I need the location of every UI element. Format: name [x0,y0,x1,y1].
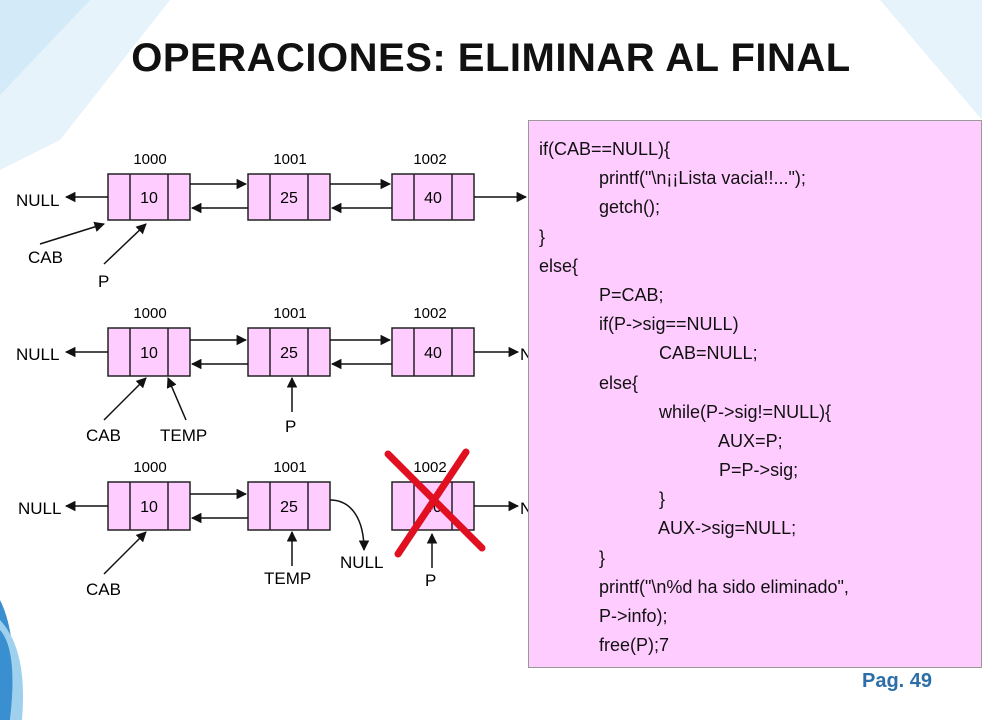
code-line: } [539,547,606,568]
page-number: Pag. 49 [862,670,933,692]
code-line: P=P->sig; [539,460,799,481]
top-left-wave-2 [0,0,90,95]
address-label: 1002 [413,151,446,168]
code-line: } [539,489,666,510]
delete-cross-icon [384,448,486,558]
cab-label: CAB [28,248,63,267]
node-1000: 10 [107,173,191,221]
row-2: 1000 1001 1002 10 25 40 N NULL [16,305,532,445]
p-pointer [103,223,147,265]
address-label: 1001 [273,151,306,168]
node-value: 25 [280,345,298,362]
code-line: P=CAB; [539,284,664,305]
node-1001: 25 [247,327,331,377]
address-label: 1000 [133,305,166,322]
null-label: NULL [16,191,59,210]
cab-label: CAB [86,426,121,445]
node-value: 10 [140,499,158,516]
code-line: P->info); [539,606,668,626]
address-label: 1002 [413,305,446,322]
cab-pointer [103,377,147,421]
address-label: 1000 [133,151,166,168]
code-line: else{ [539,255,579,276]
node-1001: 25 [247,173,331,221]
node-1001: 25 [247,481,331,531]
node-1000: 10 [107,481,191,531]
code-line: printf("\n¡¡Lista vacia!!..."); [539,168,806,189]
code-line: CAB=NULL; [539,343,758,364]
temp-label: TEMP [264,569,311,588]
cab-label: CAB [86,580,121,599]
temp-pointer [166,377,187,421]
node-value: 25 [280,190,298,207]
code-line: free(P);7 [539,635,670,656]
code-line: AUX=P; [539,430,783,451]
curved-null-arrow [329,499,370,552]
address-label: 1001 [273,305,306,322]
temp-label: TEMP [160,426,207,445]
node-1002: 40 [391,173,475,221]
address-label: 1000 [133,459,166,476]
node-value: 40 [424,190,442,207]
p-label: P [98,272,109,291]
code-line: while(P->sig!=NULL){ [539,401,832,422]
code-listing: if(CAB==NULL){ printf("\n¡¡Lista vacia!!… [528,120,982,668]
node-value: 40 [424,345,442,362]
code-line: if(CAB==NULL){ [539,139,671,159]
null-label: NULL [16,345,59,364]
bottom-left-wave-2 [0,620,24,720]
null-mid-label: NULL [340,553,383,572]
node-value: 10 [140,345,158,362]
code-line: printf("\n%d ha sido eliminado", [539,576,849,597]
cab-pointer [103,531,147,575]
address-label: 1002 [413,459,446,476]
null-label: NULL [18,499,61,518]
address-label: 1001 [273,459,306,476]
p-label: P [425,571,436,590]
p-label: P [285,417,296,436]
code-line: else{ [539,372,639,393]
top-right-wave [880,0,982,120]
code-line: } [539,226,546,247]
code-line: getch(); [539,197,661,218]
code-line: if(P->sig==NULL) [539,314,739,335]
row-1: 1000 1001 1002 10 25 40 NULL CAB [16,151,528,291]
cab-pointer [39,221,106,245]
node-value: 25 [280,499,298,516]
code-line: AUX->sig=NULL; [539,518,797,539]
node-value: 10 [140,190,158,207]
node-1002: 40 [391,327,475,377]
node-1000: 10 [107,327,191,377]
row-3: 1000 1001 1002 10 25 40 N NULL CAB [18,448,532,599]
slide-title: OPERACIONES: ELIMINAR AL FINAL [131,36,851,80]
